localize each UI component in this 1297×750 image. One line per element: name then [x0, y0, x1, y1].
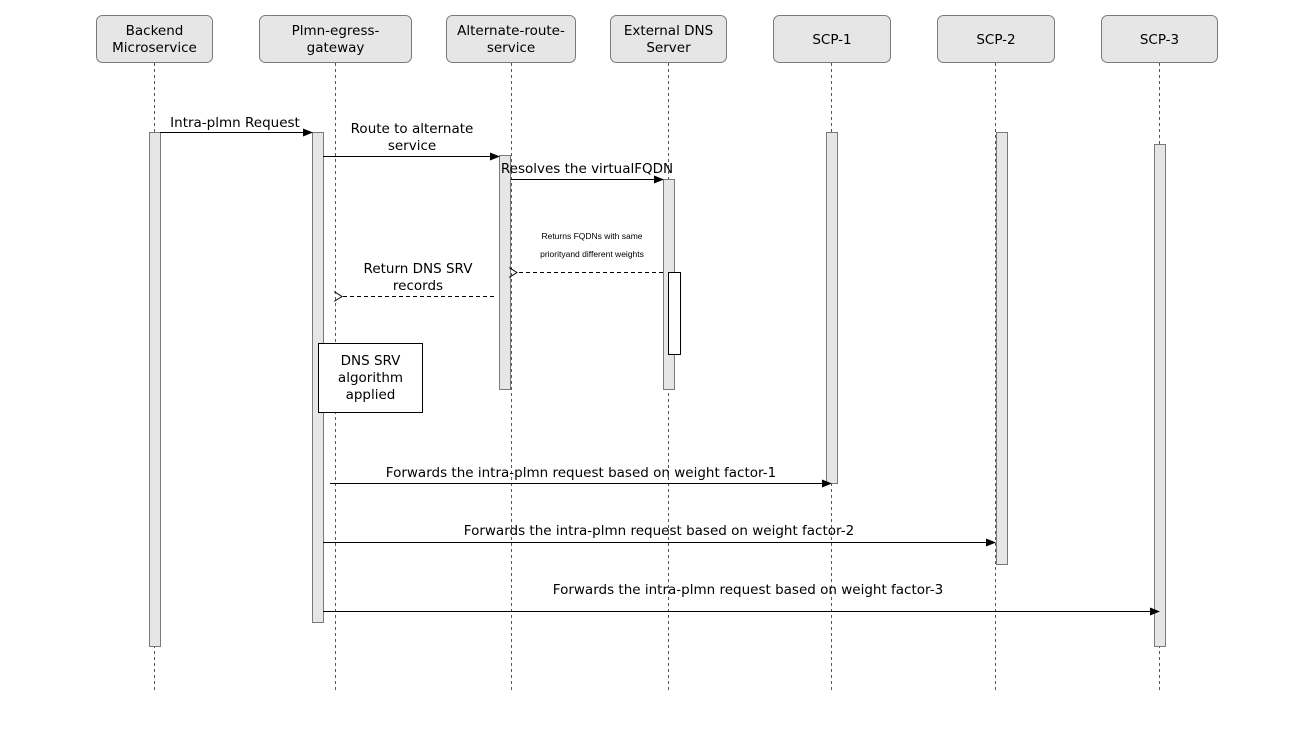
msg-returns-fqdns-label-1: Returns FQDNs with same: [541, 231, 642, 241]
actor-egress-label-2: gateway: [307, 40, 365, 56]
note-line-3: applied: [346, 387, 396, 403]
actor-egress-label-1: Plmn-egress-: [292, 23, 380, 39]
actor-scp2-label: SCP-2: [976, 32, 1015, 48]
note-line-1: DNS SRV: [341, 353, 402, 369]
msg-return-dns-srv-label-2: records: [393, 278, 443, 294]
actor-dns-label-1: External DNS: [624, 23, 713, 39]
msg-route-to-alternate-label-1: Route to alternate: [351, 121, 474, 137]
activation-backend: [149, 132, 161, 647]
actor-backend: Backend Microservice: [96, 15, 213, 63]
activation-alt: [499, 155, 511, 390]
note-dns-srv-algorithm: DNS SRV algorithm applied: [318, 343, 423, 413]
actor-scp1: SCP-1: [773, 15, 891, 63]
msg-returns-fqdns-label-2: priorityand different weights: [540, 249, 644, 259]
actor-scp1-label: SCP-1: [812, 32, 851, 48]
actor-scp3: SCP-3: [1101, 15, 1218, 63]
actor-alt: Alternate-route- service: [446, 15, 576, 63]
msg-forward-scp1-label: Forwards the intra-plmn request based on…: [386, 465, 776, 481]
msg-forward-scp3-label: Forwards the intra-plmn request based on…: [553, 582, 943, 598]
actor-dns: External DNS Server: [610, 15, 727, 63]
note-line-2: algorithm: [338, 370, 403, 386]
activation-scp2: [996, 132, 1008, 565]
actor-backend-label-2: Microservice: [112, 40, 197, 56]
actor-backend-label-1: Backend: [126, 23, 184, 39]
actor-alt-label-2: service: [487, 40, 535, 56]
msg-forward-scp2-label: Forwards the intra-plmn request based on…: [464, 523, 854, 539]
actor-alt-label-1: Alternate-route-: [457, 23, 565, 39]
msg-return-dns-srv-label-1: Return DNS SRV: [364, 261, 474, 277]
actor-scp2: SCP-2: [937, 15, 1055, 63]
actor-scp3-label: SCP-3: [1140, 32, 1179, 48]
activation-scp1: [826, 132, 838, 484]
msg-intra-plmn-request-label: Intra-plmn Request: [170, 115, 300, 131]
msg-route-to-alternate-label-2: service: [388, 138, 436, 154]
actor-egress: Plmn-egress- gateway: [259, 15, 412, 63]
msg-resolves-fqdn-label: Resolves the virtualFQDN: [501, 161, 673, 177]
activation-scp3: [1154, 144, 1166, 647]
actor-dns-label-2: Server: [646, 40, 691, 56]
activation-dns-nested: [668, 272, 681, 355]
